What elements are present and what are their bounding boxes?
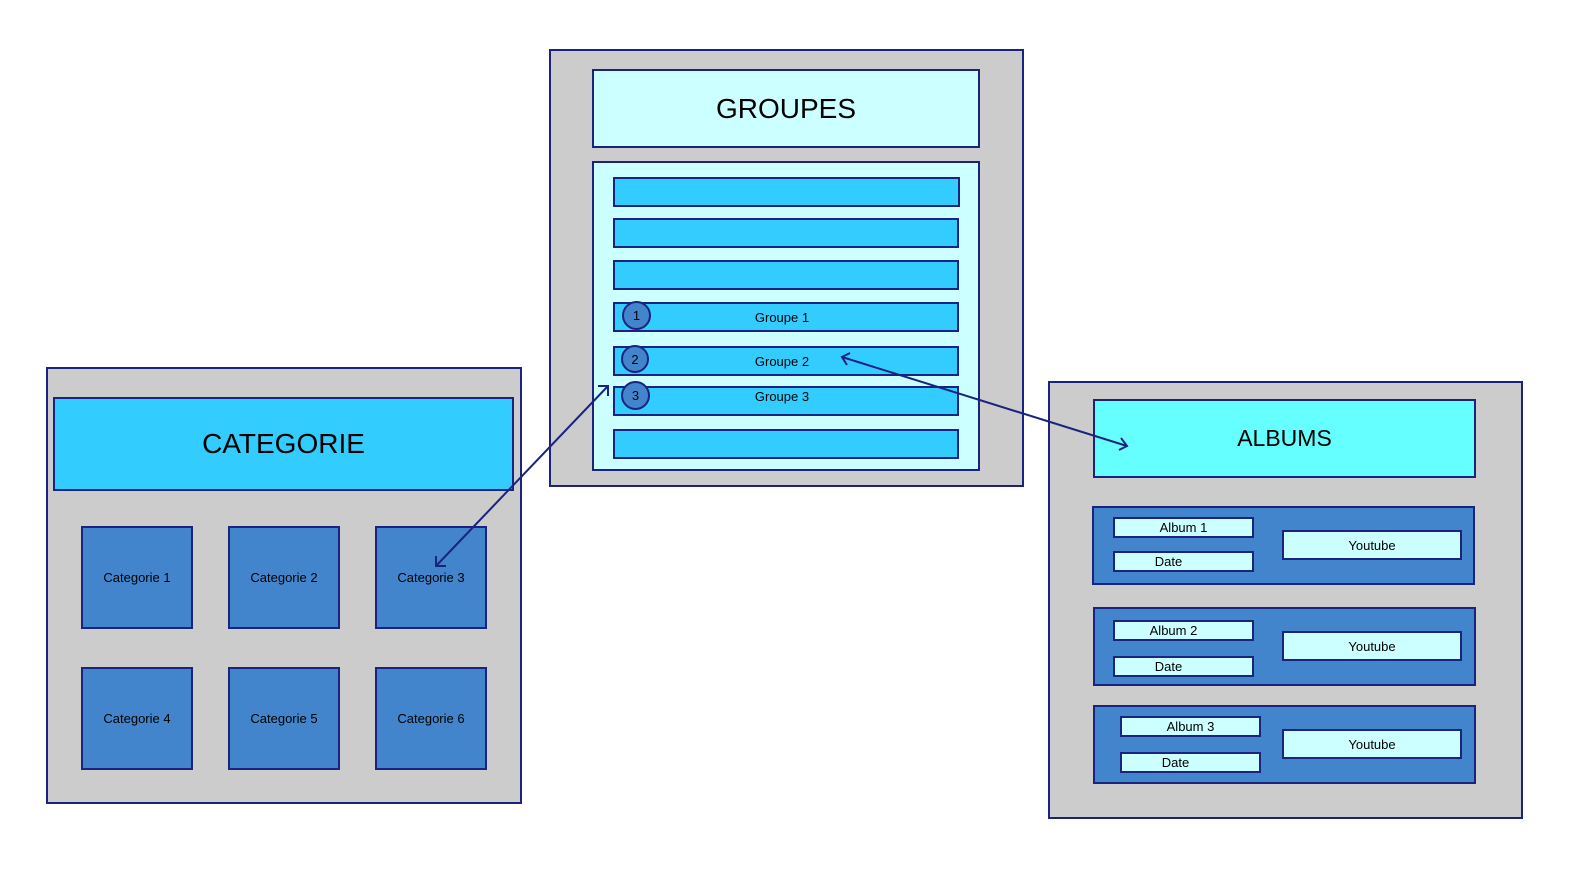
groupe-label: Groupe 2 xyxy=(754,353,810,369)
tile-label: Categorie 1 xyxy=(103,570,171,585)
groupe-row-3[interactable]: Groupe 3 xyxy=(613,386,959,416)
groupe-row-1[interactable]: Groupe 1 xyxy=(613,302,959,332)
tile-label: Categorie 2 xyxy=(250,570,318,585)
categorie-tile-5[interactable]: Categorie 5 xyxy=(228,667,340,770)
album-name-field: Album 2 xyxy=(1113,620,1254,641)
groupe-row-2[interactable]: Groupe 2 xyxy=(613,346,959,376)
album-name-field: Album 1 xyxy=(1113,517,1254,538)
groupes-title: GROUPES xyxy=(715,92,857,124)
youtube-label: Youtube xyxy=(1348,537,1396,553)
tile-label: Categorie 5 xyxy=(250,711,318,726)
album-name: Album 1 xyxy=(1159,520,1208,535)
groupe-badge-3: 3 xyxy=(621,381,650,410)
album-date: Date xyxy=(1154,554,1183,569)
album-date: Date xyxy=(1154,659,1183,674)
categorie-tile-3[interactable]: Categorie 3 xyxy=(375,526,487,629)
youtube-button[interactable]: Youtube xyxy=(1282,530,1462,560)
groupe-label: Groupe 3 xyxy=(754,389,810,404)
album-date-field: Date xyxy=(1113,656,1254,677)
categorie-tile-1[interactable]: Categorie 1 xyxy=(81,526,193,629)
album-date-field: Date xyxy=(1113,551,1254,572)
groupe-badge-2: 2 xyxy=(621,345,649,373)
badge-number: 1 xyxy=(632,308,641,323)
album-name: Album 2 xyxy=(1149,623,1198,638)
groupe-row-empty[interactable] xyxy=(613,177,960,207)
categorie-header: CATEGORIE xyxy=(53,397,514,491)
groupe-badge-1: 1 xyxy=(622,301,651,330)
youtube-label: Youtube xyxy=(1348,736,1396,752)
album-name: Album 3 xyxy=(1166,719,1215,734)
albums-title: ALBUMS xyxy=(1237,425,1332,451)
tile-label: Categorie 3 xyxy=(397,570,465,585)
categorie-title: CATEGORIE xyxy=(202,428,365,459)
categorie-tile-4[interactable]: Categorie 4 xyxy=(81,667,193,770)
tile-label: Categorie 4 xyxy=(103,711,171,726)
groupe-row-empty[interactable] xyxy=(613,260,959,290)
album-name-field: Album 3 xyxy=(1120,716,1261,737)
youtube-button[interactable]: Youtube xyxy=(1282,631,1462,661)
groupe-row-empty[interactable] xyxy=(613,218,959,248)
categorie-tile-6[interactable]: Categorie 6 xyxy=(375,667,487,770)
youtube-label: Youtube xyxy=(1348,638,1396,654)
badge-number: 3 xyxy=(631,388,640,403)
album-date: Date xyxy=(1161,755,1190,770)
groupes-header: GROUPES xyxy=(592,69,980,148)
tile-label: Categorie 6 xyxy=(397,711,465,726)
albums-header: ALBUMS xyxy=(1093,399,1476,478)
youtube-button[interactable]: Youtube xyxy=(1282,729,1462,759)
album-date-field: Date xyxy=(1120,752,1261,773)
groupe-row-empty[interactable] xyxy=(613,429,959,459)
categorie-tile-2[interactable]: Categorie 2 xyxy=(228,526,340,629)
badge-number: 2 xyxy=(631,351,639,367)
groupe-label: Groupe 1 xyxy=(754,309,810,325)
